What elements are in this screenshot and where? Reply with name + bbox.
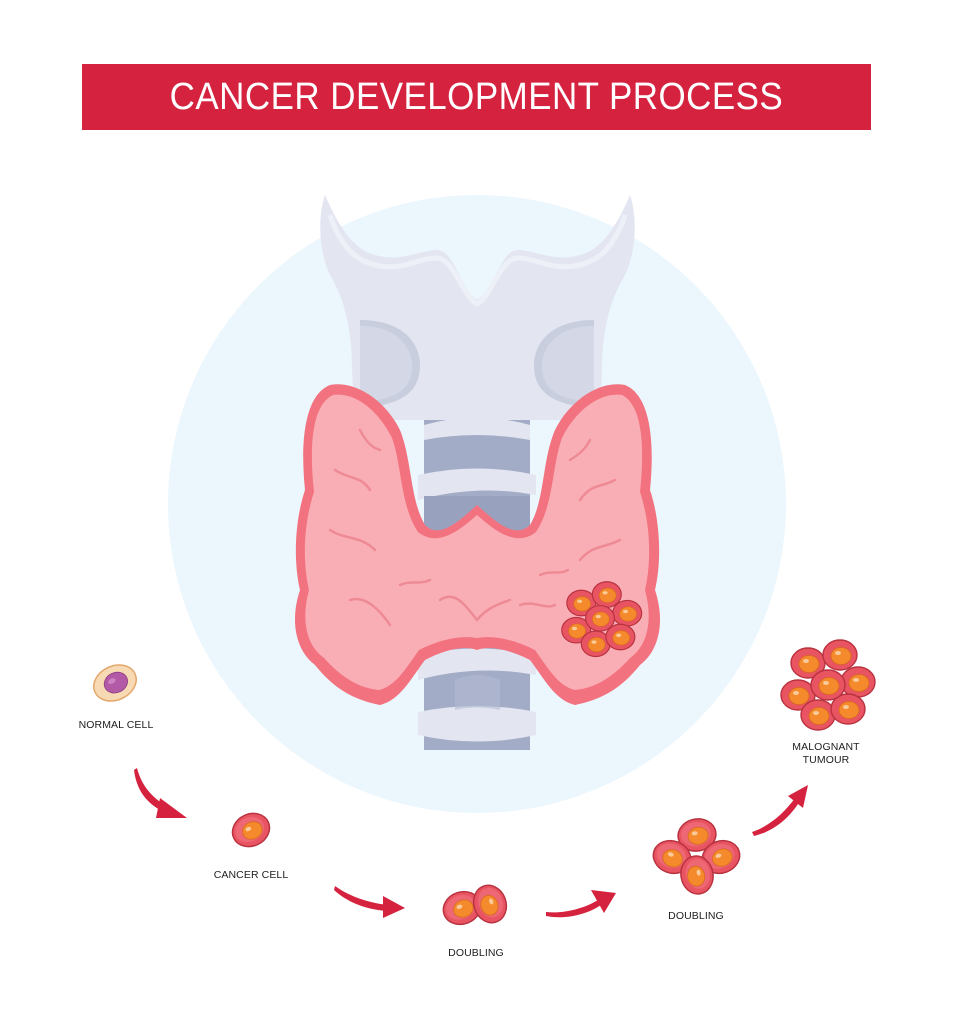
normal-cell-icon xyxy=(93,664,137,702)
doubling-cells-two-icon xyxy=(437,879,513,931)
label-malignant-line1: MALOGNANT xyxy=(792,741,860,753)
arrow-doubling-to-tumour-icon xyxy=(752,785,808,836)
label-malignant-tumour: MALOGNANT TUMOUR xyxy=(778,741,874,767)
label-cancer-cell: CANCER CELL xyxy=(213,869,289,881)
arrow-doubling-to-doubling-icon xyxy=(546,890,616,918)
title-banner: CANCER DEVELOPMENT PROCESS xyxy=(82,64,871,130)
malignant-tumour-icon xyxy=(780,639,876,731)
arrow-normal-to-cancer-icon xyxy=(134,768,187,818)
progression-arrows xyxy=(134,768,808,918)
label-normal-cell: NORMAL CELL xyxy=(78,719,154,731)
label-doubling-four: DOUBLING xyxy=(668,910,724,922)
label-doubling-two: DOUBLING xyxy=(448,947,504,959)
cancer-cell-icon xyxy=(226,806,276,854)
thyroid-cartilage xyxy=(320,195,635,420)
label-malignant-line2: TUMOUR xyxy=(802,754,850,766)
doubling-cells-four-icon xyxy=(647,815,746,898)
page-title: CANCER DEVELOPMENT PROCESS xyxy=(169,75,784,118)
arrow-cancer-to-doubling-icon xyxy=(334,886,405,918)
trachea xyxy=(418,417,536,750)
